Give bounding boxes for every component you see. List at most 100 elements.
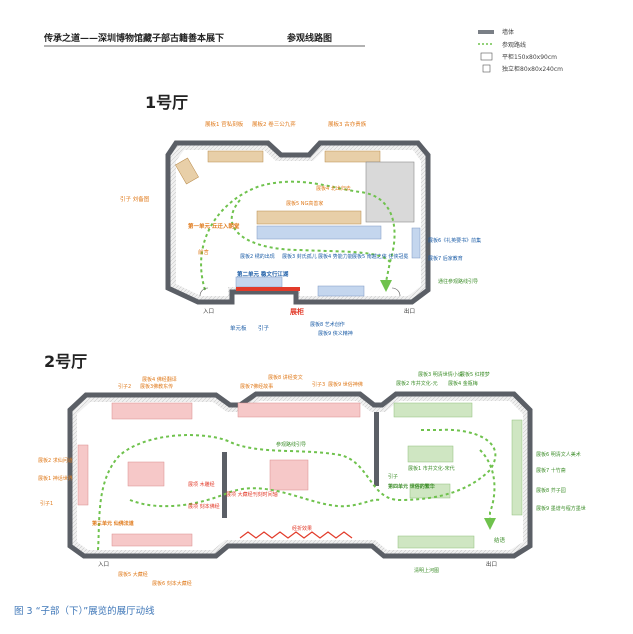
hall2-label-g-board1: 展板1 市井文化-宋代 xyxy=(408,465,455,472)
hall1-label-board3: 展板3 古亦贵族 xyxy=(328,120,367,128)
hall1-top-case-1 xyxy=(207,150,264,163)
hall1-entrance-door xyxy=(199,287,209,297)
hall1-label-board7: 展板7 后家教育 xyxy=(428,255,463,262)
hall2-label-board2: 展板2 求仙问道 xyxy=(38,457,73,464)
hall1-label-board6: 展板6《礼英要书》前集 xyxy=(428,237,481,244)
hall2-label-exit: 出口 xyxy=(486,560,497,568)
hall2-partition-1 xyxy=(222,452,227,518)
hall1-label-board9: 展板9 侠义精神 xyxy=(318,330,353,337)
legend-standing-case-swatch xyxy=(482,64,491,73)
hall2-label-g-board3: 展板3 明清世情小说 xyxy=(418,371,463,378)
hall2-top-case-1 xyxy=(111,402,193,420)
hall1-label-exit: 出口 xyxy=(404,307,415,315)
hall1-label-blue-intro: 引子 xyxy=(258,324,270,332)
hall1-label-unit2: 第二单元 稳文行江湖 xyxy=(237,270,289,278)
hall2-label-g-board8: 展板8 芥子园 xyxy=(536,487,566,494)
legend-flat-case-label: 平柜150x80x90cm xyxy=(502,53,557,61)
hall2-label-board7: 展板7佛经故事 xyxy=(240,383,273,390)
hall1-route-arrow xyxy=(380,280,392,292)
hall1-center-tan-row xyxy=(256,210,362,225)
hall2-label-timeline: 展项 大藏经刊刻时间轴 xyxy=(226,491,278,498)
hall2-title: 2号厅 xyxy=(44,352,87,371)
legend-wall-label: 墙体 xyxy=(502,28,514,36)
hall2-label-entrance: 入口 xyxy=(98,561,109,568)
hall2-label-route-guide: 参观路线引导 xyxy=(276,441,306,448)
hall2-label-printed-sutra: 展项 刻本佛经 xyxy=(188,503,220,510)
hall1-label-showcase: 展柜 xyxy=(289,307,304,316)
hall2-right-case xyxy=(511,419,523,516)
hall2-label-sutra-fold: 经折效果 xyxy=(292,525,312,532)
hall1-label-board5: 展板5 NG高善家 xyxy=(286,200,323,207)
legend-route-label: 参观路线 xyxy=(502,41,526,49)
hall1-label-blue-board3: 展板3 封氏孤儿 xyxy=(282,253,317,260)
hall2-label-g-board4: 展板4 金瓶梅 xyxy=(448,380,478,387)
hall1-red-bar xyxy=(236,287,300,291)
hall1-right-blue-panel xyxy=(411,227,421,259)
hall1-label-blue-board4: 展板4 势能力能 xyxy=(318,253,353,260)
hall2-label-board6: 展板6 刻本大藏经 xyxy=(152,580,192,587)
hall1-label-route-note: 通往参观路线引导 xyxy=(438,278,478,285)
hall1-bottom-case-left xyxy=(235,276,283,288)
hall2-label-intro2: 引子2 xyxy=(118,383,131,390)
hall2-label-unit4: 第四单元 世俗的繁华 xyxy=(388,483,435,490)
hall2-label-g-board6: 展板6 明清文人美术 xyxy=(536,451,581,458)
hall1-label-unit1: 第一单元 丘迁入朝堂 xyxy=(188,222,240,230)
hall2-label-board4: 展板4 佛经翻译 xyxy=(142,376,177,383)
hall1-label-blue-board5: 展板5 南越之侠 任侠冠冕 xyxy=(352,253,408,260)
hall1-label-preface: 前言 xyxy=(198,248,210,256)
hall1-title: 1号厅 xyxy=(145,93,188,112)
hall2-label-board5: 展板5 大藏经 xyxy=(118,571,148,578)
legend-wall-swatch xyxy=(478,30,494,34)
hall2-route-arrow xyxy=(484,518,496,530)
hall2-label-board8: 展板8 讲经变文 xyxy=(268,374,303,381)
hall1-gray-room xyxy=(365,161,415,223)
hall1-label-board4: 展板4 北出归去 xyxy=(316,185,351,192)
hall1-label-unit-board: 单元板 xyxy=(230,324,247,332)
hall1-label-blue-board2: 展板2 绣的出现 xyxy=(240,253,275,260)
hall2-top-case-3 xyxy=(393,402,473,418)
hall2-label-g-board9: 展板9 墨谱与程方墨世 xyxy=(536,505,586,512)
route-title: 参观线路图 xyxy=(287,32,332,44)
hall2-label-g-intro: 引子 xyxy=(388,473,398,480)
legend-flat-case-swatch xyxy=(480,52,493,61)
hall2-center-case-1 xyxy=(127,461,165,487)
hall2-top-case-2 xyxy=(237,402,361,418)
hall1-label-board8: 展板8 艺术创作 xyxy=(310,321,345,328)
hall2-bottom-case-1 xyxy=(111,533,193,547)
hall2-route-path-end xyxy=(479,449,496,522)
hall1-labels: 展板1 官私刻板 展板2 卷三公九弈 展板3 古亦贵族 展板4 北出归去 展板5… xyxy=(120,120,481,337)
page-header-title: 传承之道——深圳博物馆藏子部古籍善本展下 xyxy=(43,32,224,44)
hall2-partition-2 xyxy=(374,412,379,486)
hall2-label-g-board7: 展板7 十竹斋 xyxy=(536,467,566,474)
hall1-top-case-2 xyxy=(324,150,381,163)
hall1-left-case xyxy=(175,157,199,185)
hall2-label-wood-sutra: 展项 木雕经 xyxy=(188,481,215,488)
hall2-label-conclusion: 结语 xyxy=(494,536,506,544)
hall2-left-case xyxy=(77,444,89,506)
hall2-center-case-2 xyxy=(269,459,309,491)
hall1-exit-door xyxy=(391,287,401,297)
hall1-label-entrance: 入口 xyxy=(203,308,214,315)
hall2-label-intro1: 引子1 xyxy=(40,500,53,507)
hall2-label-board3: 展板3佛教东传 xyxy=(140,383,173,390)
hall2-label-intro3: 引子3 xyxy=(312,381,325,388)
legend: 墙体 参观路线 平柜150x80x90cm 独立柜80x80x240cm xyxy=(478,28,563,73)
legend-standing-case-label: 独立柜80x80x240cm xyxy=(502,65,563,73)
hall2-label-unit3: 第三单元 仙佛法道 xyxy=(92,520,134,527)
hall1-label-intro: 引子 刘备图 xyxy=(120,195,150,203)
hall2-label-g-board2: 展板2 市井文化-元 xyxy=(396,380,438,387)
hall2-label-board9: 展板9 世俗神佛 xyxy=(328,381,363,388)
hall2-bottom-case-2 xyxy=(397,535,475,549)
hall2-plan xyxy=(67,391,533,559)
hall1-center-blue-row xyxy=(256,225,382,240)
hall2-labels: 展板4 佛经翻译 引子2 展板3佛教东传 展板8 讲经变文 展板7佛经故事 引子… xyxy=(38,371,586,587)
hall1-plan xyxy=(165,140,431,305)
hall2-label-qingming: 清明上河图 xyxy=(414,567,439,574)
hall2-sutra-zigzag xyxy=(239,531,353,539)
hall2-route-path xyxy=(97,428,497,551)
hall2-route-path-inner xyxy=(129,487,381,508)
hall2-green-case-1 xyxy=(407,445,454,463)
hall1-bottom-case-right xyxy=(317,285,365,297)
